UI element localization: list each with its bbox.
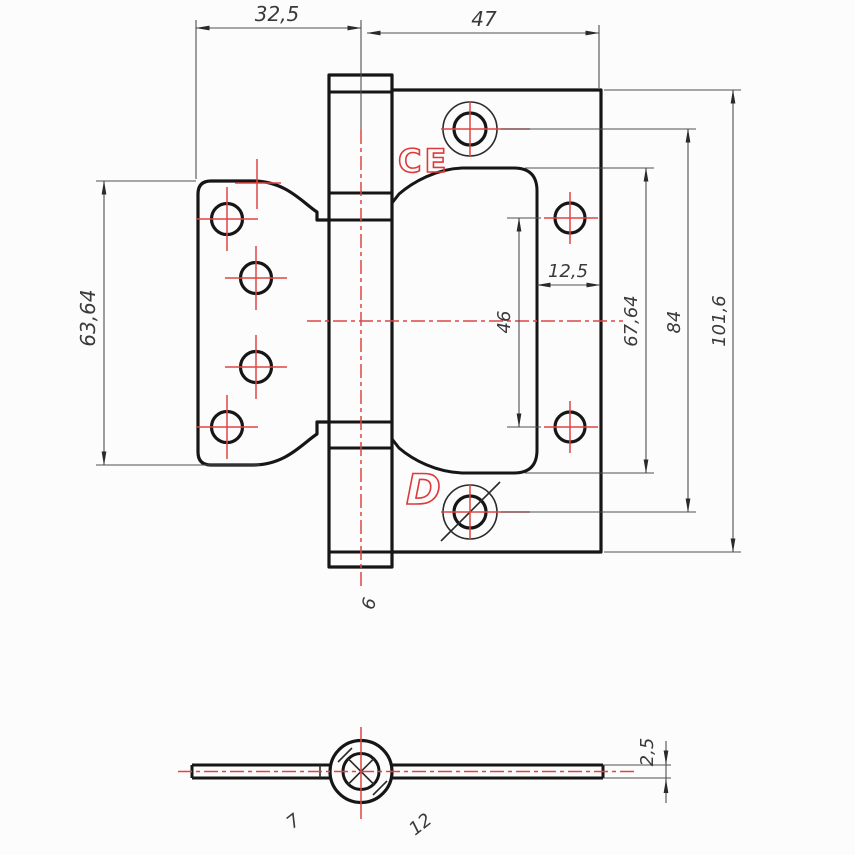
side-barrel-ring-tick xyxy=(337,747,353,763)
side-note-right: 12 xyxy=(405,809,436,840)
dim-leaf-thickness: 2,5 xyxy=(603,738,671,803)
pin-diameter-label: 6 xyxy=(358,595,381,611)
dimension-label: 46 xyxy=(494,311,515,334)
dim-leaf-height: 101,6 xyxy=(604,89,741,553)
side-view: 2,5 7 12 xyxy=(178,727,671,840)
dimension-label: 2,5 xyxy=(637,738,658,767)
dimension-label: 67,64 xyxy=(621,295,642,347)
dim-leaf-right-width: 47 xyxy=(366,7,600,88)
barrel-outline xyxy=(327,73,394,569)
dim-leaf-left-width: 32,5 xyxy=(195,2,362,179)
side-note-left: 7 xyxy=(283,810,305,834)
dimension-label: 12,5 xyxy=(548,261,588,282)
side-barrel-ring-tick xyxy=(372,780,388,796)
dim-hole-spacing: 46 xyxy=(494,217,541,428)
left-leaf-holes xyxy=(196,159,287,459)
ce-mark: CE xyxy=(398,142,449,180)
dimension-label: 47 xyxy=(471,7,497,31)
dimension-label: 32,5 xyxy=(255,2,300,26)
dimension-label: 84 xyxy=(664,311,685,334)
dimension-label: 63,64 xyxy=(76,289,100,346)
left-leaf-outline xyxy=(196,179,331,467)
dim-countersunk-hole-span: 84 xyxy=(501,128,696,513)
d-mark: D xyxy=(406,465,441,514)
dim-cutout-height: 67,64 xyxy=(525,167,654,474)
front-view: CE D 32,5 47 63,64 46 xyxy=(76,2,741,612)
dimension-label: 101,6 xyxy=(709,295,730,347)
dim-left-leaf-height: 63,64 xyxy=(76,180,260,466)
dim-hole-edge-offset: 12,5 xyxy=(536,261,601,288)
